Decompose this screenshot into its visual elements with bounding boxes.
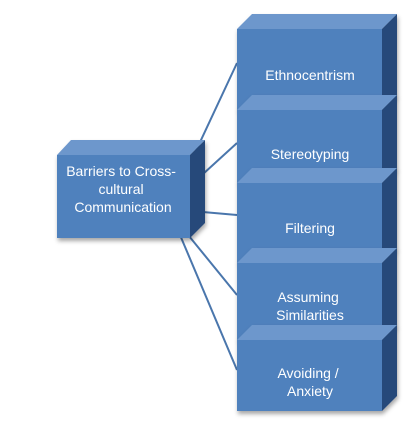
root-label-line-3: Communication <box>74 199 171 215</box>
root-label: Barriers to Cross- cultural Communicatio… <box>66 163 180 215</box>
root-label-line-1: Barriers to Cross- <box>66 163 176 179</box>
branch-stereotyping-line-1: Stereotyping <box>271 146 350 162</box>
branch-assuming-similarities-line-1: Assuming <box>277 289 338 305</box>
branch-filtering-line-1: Filtering <box>285 220 335 236</box>
branch-filtering-label: Filtering <box>285 220 335 236</box>
branch-assuming-similarities-label: Assuming Similarities <box>276 289 344 323</box>
connector-5 <box>179 234 238 371</box>
branch-stereotyping-label: Stereotyping <box>271 146 350 162</box>
branch-avoiding-anxiety-line-2: Anxiety <box>287 383 333 399</box>
branch-assuming-similarities-line-2: Similarities <box>276 307 344 323</box>
branch-ethnocentrism-label: Ethnocentrism <box>265 67 354 83</box>
branch-avoiding-anxiety-line-1: Avoiding / <box>277 365 338 381</box>
branch-ethnocentrism-line-1: Ethnocentrism <box>265 67 354 83</box>
branch-avoiding-anxiety <box>237 325 397 411</box>
root-node <box>57 140 205 238</box>
branch-avoiding-anxiety-label: Avoiding / Anxiety <box>277 365 342 399</box>
root-label-line-2: cultural <box>98 181 143 197</box>
